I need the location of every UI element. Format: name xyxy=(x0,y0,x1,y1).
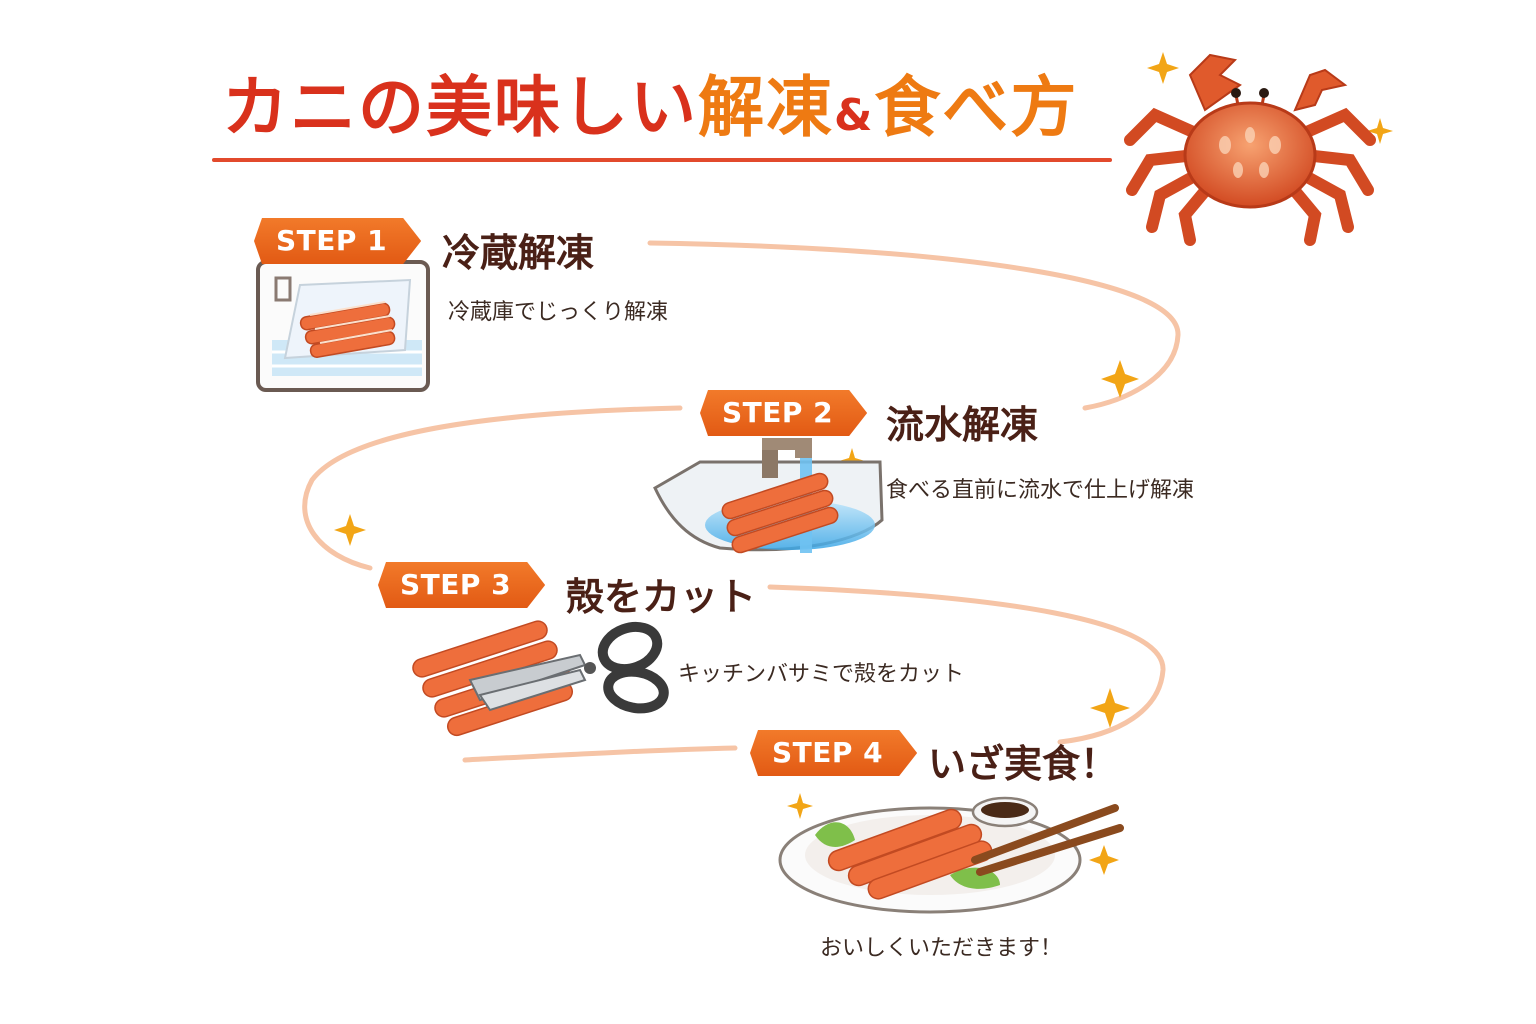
step2-title: 流水解凍 xyxy=(886,403,1039,447)
step1-title: 冷蔵解凍 xyxy=(442,231,595,275)
step1-badge: STEP 1 xyxy=(254,218,421,264)
title-underline xyxy=(212,158,1112,162)
step4-title: いざ実食！ xyxy=(928,742,1119,786)
crab-icon xyxy=(1124,53,1376,246)
step4-badge: STEP 4 xyxy=(750,730,917,776)
title-part2: 解凍 xyxy=(698,69,834,146)
step4-description: おいしくいただきます！ xyxy=(820,936,1063,961)
title-part4: 食べ方 xyxy=(874,69,1079,146)
step3-badge: STEP 3 xyxy=(378,562,545,608)
title-part1: カニの美味しい xyxy=(222,69,698,146)
step2-description: 食べる直前に流水で仕上げ解凍 xyxy=(886,478,1195,503)
step2-badge: STEP 2 xyxy=(700,390,867,436)
step1-description: 冷蔵庫でじっくり解凍 xyxy=(448,300,669,325)
step3-description: キッチンバサミで殻をカット xyxy=(678,662,965,687)
fridge-crab-icon xyxy=(256,260,430,392)
plate-crab-icon xyxy=(778,796,1124,914)
page-title: カニの美味しい解凍&食べ方 xyxy=(222,58,1078,158)
scissors-crab-icon xyxy=(412,620,669,737)
faucet-crab-icon xyxy=(653,438,884,554)
step3-title: 殻をカット xyxy=(566,575,757,619)
title-ampersand: & xyxy=(834,90,875,141)
winding-path xyxy=(302,240,1181,763)
